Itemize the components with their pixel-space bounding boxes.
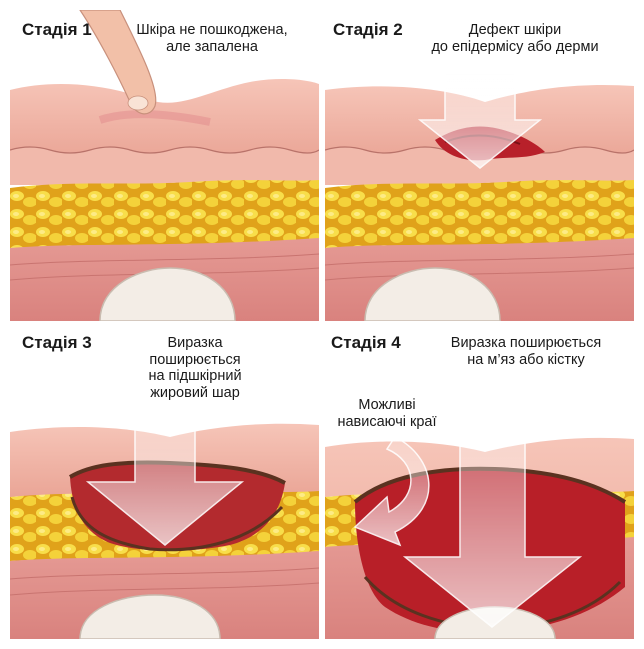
stage-1-panel: Стадія 1 Шкіра не пошкоджена, але запале…	[10, 10, 319, 321]
stage-1-illustration	[10, 10, 319, 321]
stage-3-description: Виразка поширюється на підшкірний жирови…	[130, 335, 260, 402]
stage-3-description-line-3: на підшкірний	[130, 368, 260, 385]
stage-4-description: Виразка поширюється на м’яз або кістку	[421, 335, 631, 368]
stage-4-illustration	[325, 327, 634, 639]
stage-3-description-line-4: жировий шар	[130, 385, 260, 402]
stage-1-title: Стадія 1	[22, 20, 92, 40]
stage-2-description-line-2: до епідермісу або дерми	[405, 39, 625, 56]
stage-4-note-line-1: Можливі	[327, 397, 447, 414]
stage-4-description-line-2: на м’яз або кістку	[421, 352, 631, 369]
stage-3-description-line-1: Виразка	[130, 335, 260, 352]
stage-3-description-line-2: поширюється	[130, 352, 260, 369]
stage-1-description: Шкіра не пошкоджена, але запалена	[112, 22, 312, 55]
stage-4-note-line-2: нависаючі краї	[327, 414, 447, 431]
stage-4-description-line-1: Виразка поширюється	[421, 335, 631, 352]
stage-4-title: Стадія 4	[331, 333, 401, 353]
stage-2-title: Стадія 2	[333, 20, 403, 40]
stage-4-note: Можливі нависаючі краї	[327, 397, 447, 430]
stage-2-description: Дефект шкіри до епідермісу або дерми	[405, 22, 625, 55]
stage-4-panel: Стадія 4 Виразка поширюється на м’яз або…	[325, 327, 634, 639]
stage-2-panel: Стадія 2 Дефект шкіри до епідермісу або …	[325, 10, 634, 321]
stage-2-description-line-1: Дефект шкіри	[405, 22, 625, 39]
stage-3-title: Стадія 3	[22, 333, 92, 353]
stage-2-illustration	[325, 10, 634, 321]
stage-1-description-line-2: але запалена	[112, 39, 312, 56]
stage-1-description-line-1: Шкіра не пошкоджена,	[112, 22, 312, 39]
stage-3-panel: Стадія 3 Виразка поширюється на підшкірн…	[10, 327, 319, 639]
